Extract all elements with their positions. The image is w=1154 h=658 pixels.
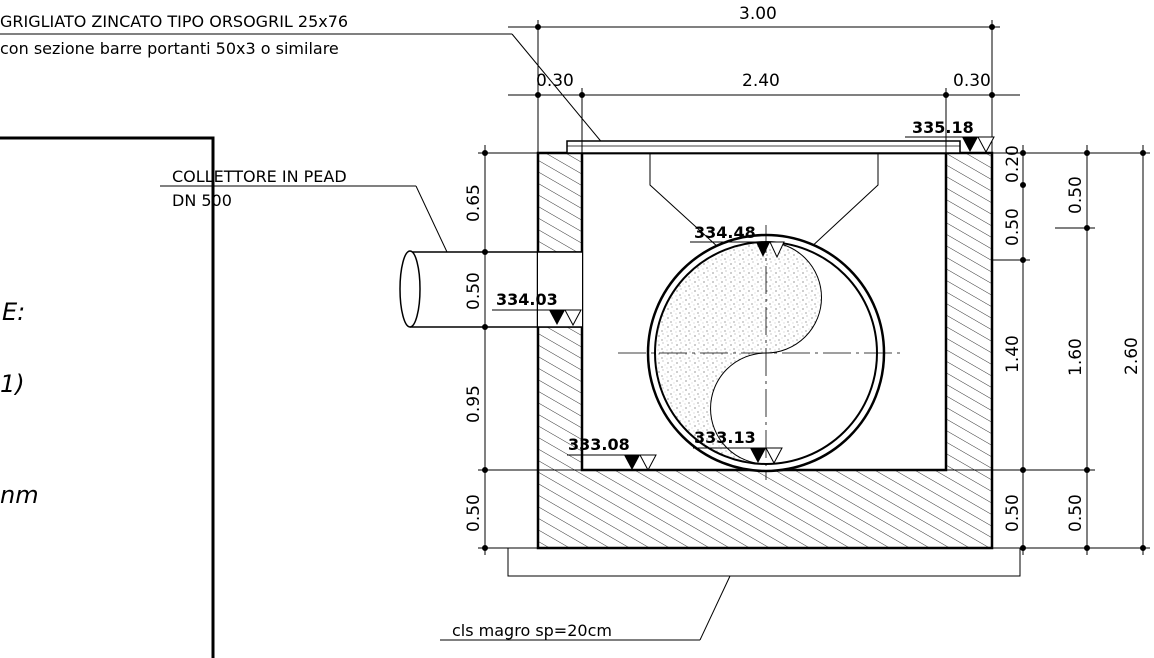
dim-right-mid-2: 1.60: [1066, 338, 1086, 376]
dim-right-inner-3: 1.40: [1003, 335, 1023, 373]
collector-note-line1: COLLETTORE IN PEAD: [172, 167, 347, 186]
dim-left-1: 0.65: [464, 184, 484, 222]
right-inner-dimension-chain: [946, 145, 1035, 555]
right-mid-dimension-chain: [1030, 145, 1095, 555]
dim-right-total: 2.60: [1122, 337, 1142, 375]
elevation-marker-pipe-top: [690, 241, 785, 259]
grating-note-line1: GRIGLIATO ZINCATO TIPO ORSOGRIL 25x76: [0, 12, 348, 31]
left-text-fragment-2: 1): [0, 370, 25, 398]
dim-right-inner-1: 0.20: [1003, 145, 1023, 183]
dim-right-inner-2: 0.50: [1003, 208, 1023, 246]
elevation-marker-pipe-bottom: [693, 447, 783, 465]
grating-leader: [511, 33, 605, 146]
left-dimension-chain: [478, 145, 582, 555]
lean-concrete-base: [507, 548, 1021, 577]
elevation-inlet-label: 334.03: [496, 290, 558, 309]
dim-top-left: 0.30: [536, 71, 574, 91]
grating: [566, 140, 961, 154]
collector-note-line2: DN 500: [172, 191, 232, 210]
elevation-floor-label: 333.08: [568, 435, 630, 454]
right-total-dimension: [1095, 145, 1150, 555]
inlet-pipe-end: [399, 250, 421, 328]
dim-left-2: 0.50: [464, 272, 484, 310]
dim-left-3: 0.95: [464, 385, 484, 423]
funnel-left: [649, 153, 731, 259]
dim-right-mid-3: 0.50: [1066, 494, 1086, 532]
collector-leader: [415, 185, 448, 253]
left-text-fragment-1: E:: [2, 298, 25, 326]
lean-concrete-note: cls magro sp=20cm: [452, 621, 612, 640]
dim-left-4: 0.50: [464, 494, 484, 532]
dim-top-total: 3.00: [739, 4, 777, 24]
grating-note-line2: con sezione barre portanti 50x3 o simila…: [0, 39, 339, 58]
dim-top-middle: 2.40: [742, 71, 780, 91]
elevation-pipe-bottom-label: 333.13: [694, 428, 756, 447]
dim-right-inner-4: 0.50: [1003, 494, 1023, 532]
dim-top-right: 0.30: [953, 71, 991, 91]
elevation-pipe-top-label: 334.48: [694, 223, 756, 242]
elevation-marker-inlet: [492, 309, 582, 327]
left-text-fragment-3: nm: [0, 481, 39, 509]
top-dimension-total: [508, 20, 1000, 153]
left-frame: [0, 136, 215, 658]
pipe-flow-fill: [654, 241, 822, 465]
elevation-marker-floor: [567, 454, 657, 472]
elevation-top-label: 335.18: [912, 118, 974, 137]
lean-concrete-leader: [699, 575, 731, 641]
top-dimension-chain: [508, 88, 1020, 153]
dim-right-mid-1: 0.50: [1066, 176, 1086, 214]
funnel-right: [807, 153, 879, 251]
elevation-marker-top: [905, 136, 995, 154]
